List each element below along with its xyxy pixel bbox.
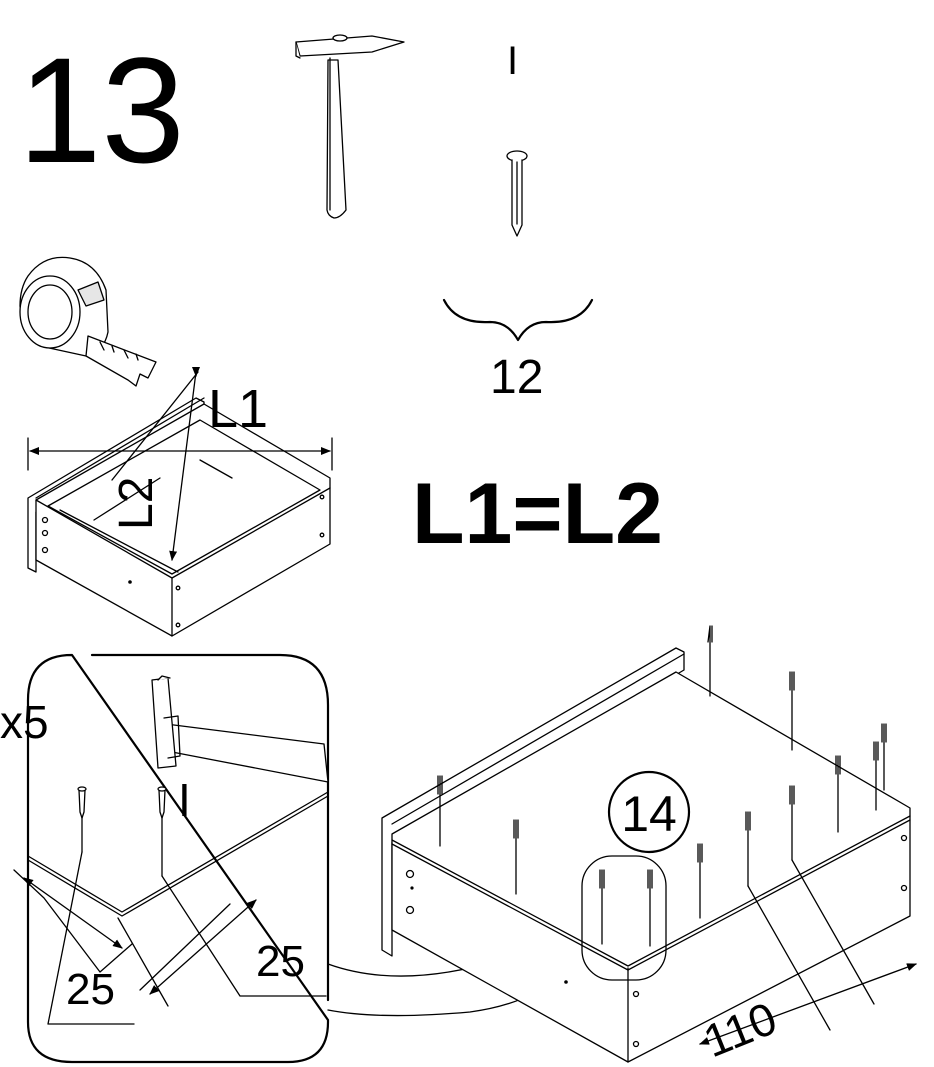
- dim-right: 25: [256, 937, 305, 986]
- part-number-circle: [607, 770, 691, 854]
- nail-marker-top: I: [507, 39, 518, 83]
- nail-count: 12: [490, 351, 543, 404]
- equal-diagonals-label: L1=L2: [412, 466, 663, 562]
- drawer-measure-illustration: [27, 367, 333, 637]
- nail-marker-detail: I: [178, 774, 191, 826]
- tape-measure-icon: [19, 256, 157, 387]
- hammer-icon: [295, 34, 405, 219]
- drawer-illustration: [381, 625, 917, 1063]
- dim-left: 25: [66, 965, 115, 1014]
- step-number: 13: [18, 26, 185, 194]
- repeat-count: x5: [0, 696, 49, 748]
- nail-icon: [506, 150, 528, 237]
- brace-icon: [442, 298, 594, 342]
- drawer-nails: [437, 625, 887, 947]
- measure-l2-label: L2: [110, 477, 163, 530]
- detail-callout: [13, 653, 330, 1064]
- part-number: 14: [621, 786, 677, 842]
- measure-l1-label: L1: [208, 379, 268, 439]
